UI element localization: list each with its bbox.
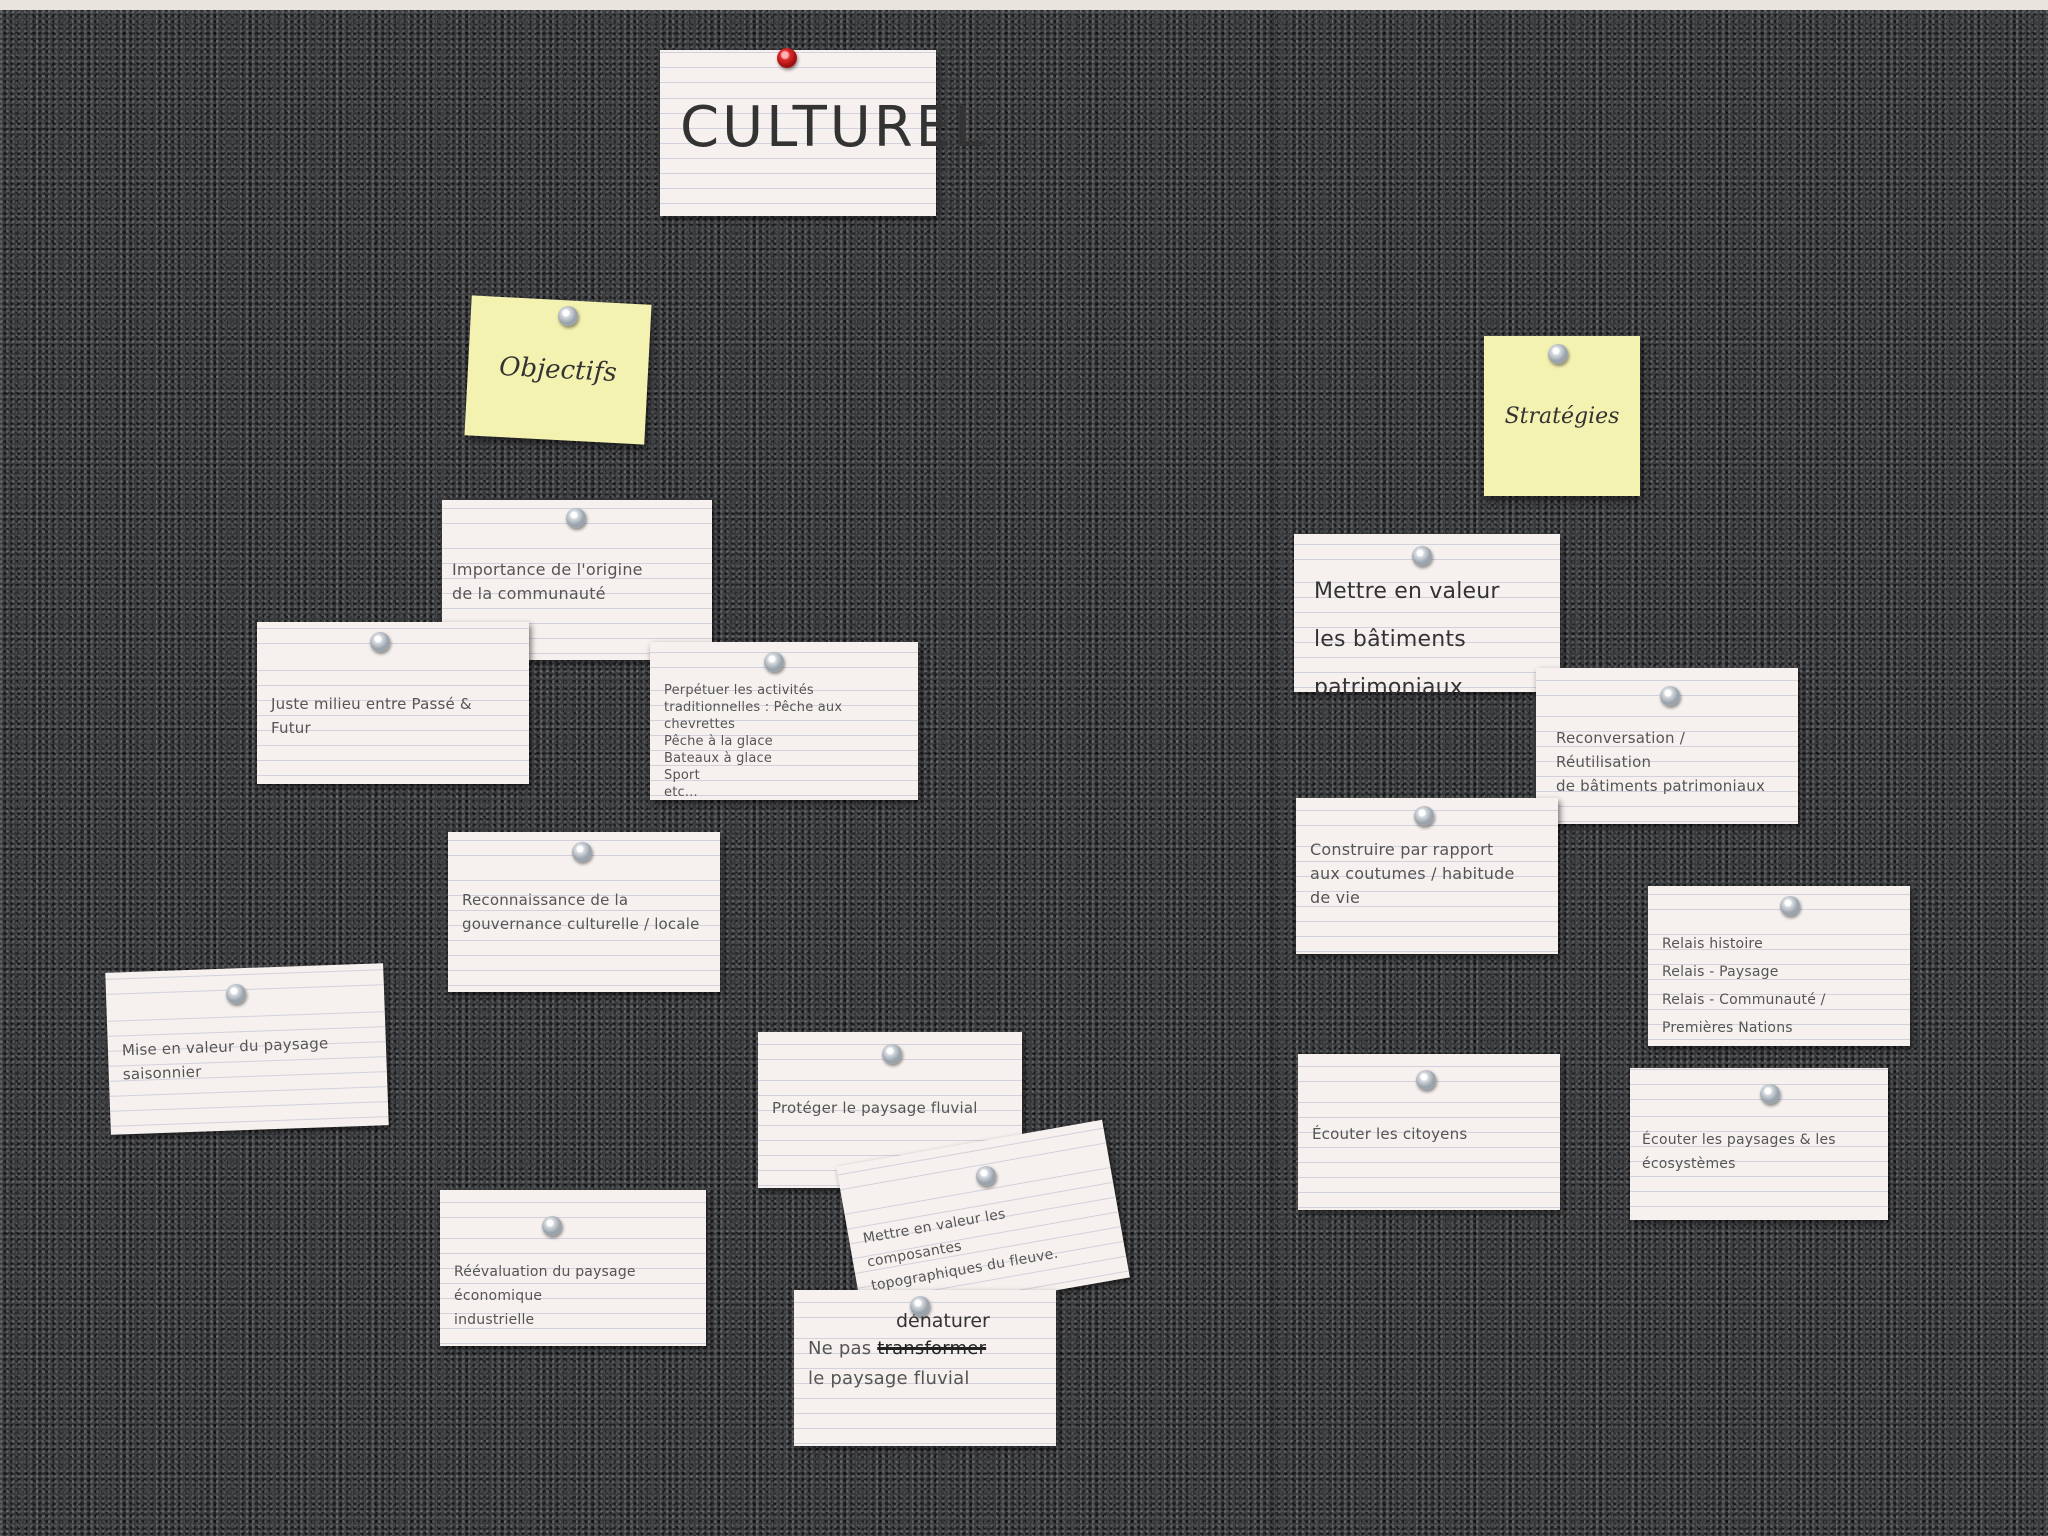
pushpin-icon xyxy=(882,1044,902,1064)
pushpin-icon xyxy=(566,508,586,528)
pushpin-icon xyxy=(1548,344,1568,364)
card-text: Juste milieu entre Passé & Futur xyxy=(271,695,472,737)
strategies-label: Stratégies xyxy=(1504,403,1620,429)
pushpin-icon xyxy=(1780,896,1800,916)
objectives-label: Objectifs xyxy=(498,351,618,389)
objective-card-reevaluation: Réévaluation du paysage économique indus… xyxy=(440,1190,706,1346)
card-text: Mettre en valeur les composantes topogra… xyxy=(861,1206,1060,1295)
objective-card-perpetuer: Perpétuer les activités traditionnelles … xyxy=(650,642,918,800)
objective-card-ne-pas-denaturer: dénaturer Ne pas transformer le paysage … xyxy=(794,1290,1056,1446)
card-text: Importance de l'origine de la communauté xyxy=(452,560,643,603)
red-pushpin-icon xyxy=(777,48,797,68)
pushpin-icon xyxy=(910,1296,930,1316)
pushpin-icon xyxy=(764,652,784,672)
correction-text: dénaturer xyxy=(896,1310,990,1332)
title-text: CULTUREL xyxy=(680,95,989,160)
card-text: Écouter les citoyens xyxy=(1312,1125,1468,1143)
pushpin-icon xyxy=(542,1216,562,1236)
card-line-1: Ne pas transformer xyxy=(808,1334,1042,1364)
strategies-sticky: Stratégies xyxy=(1484,336,1640,496)
card-line-2: le paysage fluvial xyxy=(808,1368,970,1389)
card-text: Perpétuer les activités traditionnelles … xyxy=(664,683,843,800)
objective-card-juste-milieu: Juste milieu entre Passé & Futur xyxy=(257,622,529,784)
card-text: Écouter les paysages & les écosystèmes xyxy=(1642,1132,1836,1172)
board-seam xyxy=(1272,10,1274,1536)
pushpin-icon xyxy=(1760,1084,1780,1104)
card-text: Reconversation / Réutilisation de bâtime… xyxy=(1556,729,1766,795)
card-text: Mise en valeur du paysage saisonnier xyxy=(121,1034,329,1084)
pushpin-icon xyxy=(558,306,578,326)
objective-card-paysage-saisonnier: Mise en valeur du paysage saisonnier xyxy=(105,963,389,1135)
pushpin-icon xyxy=(1416,1070,1436,1090)
card-text: Construire par rapport aux coutumes / ha… xyxy=(1310,840,1515,907)
pushpin-icon xyxy=(226,984,246,1004)
card-line-1-prefix: Ne pas xyxy=(808,1338,872,1359)
wall-edge xyxy=(0,0,2048,10)
pushpin-icon xyxy=(370,632,390,652)
card-text: Reconnaissance de la gouvernance culture… xyxy=(462,891,700,933)
objective-card-proteger: Protéger le paysage fluvial xyxy=(758,1032,1022,1188)
pushpin-icon xyxy=(1414,806,1434,826)
pushpin-icon xyxy=(976,1166,996,1186)
card-text: Protéger le paysage fluvial xyxy=(772,1099,978,1117)
card-text: Réévaluation du paysage économique indus… xyxy=(454,1264,636,1328)
pushpin-icon xyxy=(1660,686,1680,706)
pushpin-icon xyxy=(1412,546,1432,566)
struck-word: transformer xyxy=(877,1338,987,1359)
strategy-card-ecouter-paysages: Écouter les paysages & les écosystèmes xyxy=(1630,1068,1888,1220)
title-card: CULTUREL xyxy=(660,50,989,216)
pushpin-icon xyxy=(572,842,592,862)
strategy-card-relais: Relais histoire Relais - Paysage Relais … xyxy=(1648,886,1910,1046)
card-text: Mettre en valeur les bâtiments patrimoni… xyxy=(1314,579,1500,700)
card-text: Relais histoire Relais - Paysage Relais … xyxy=(1662,936,1826,1036)
